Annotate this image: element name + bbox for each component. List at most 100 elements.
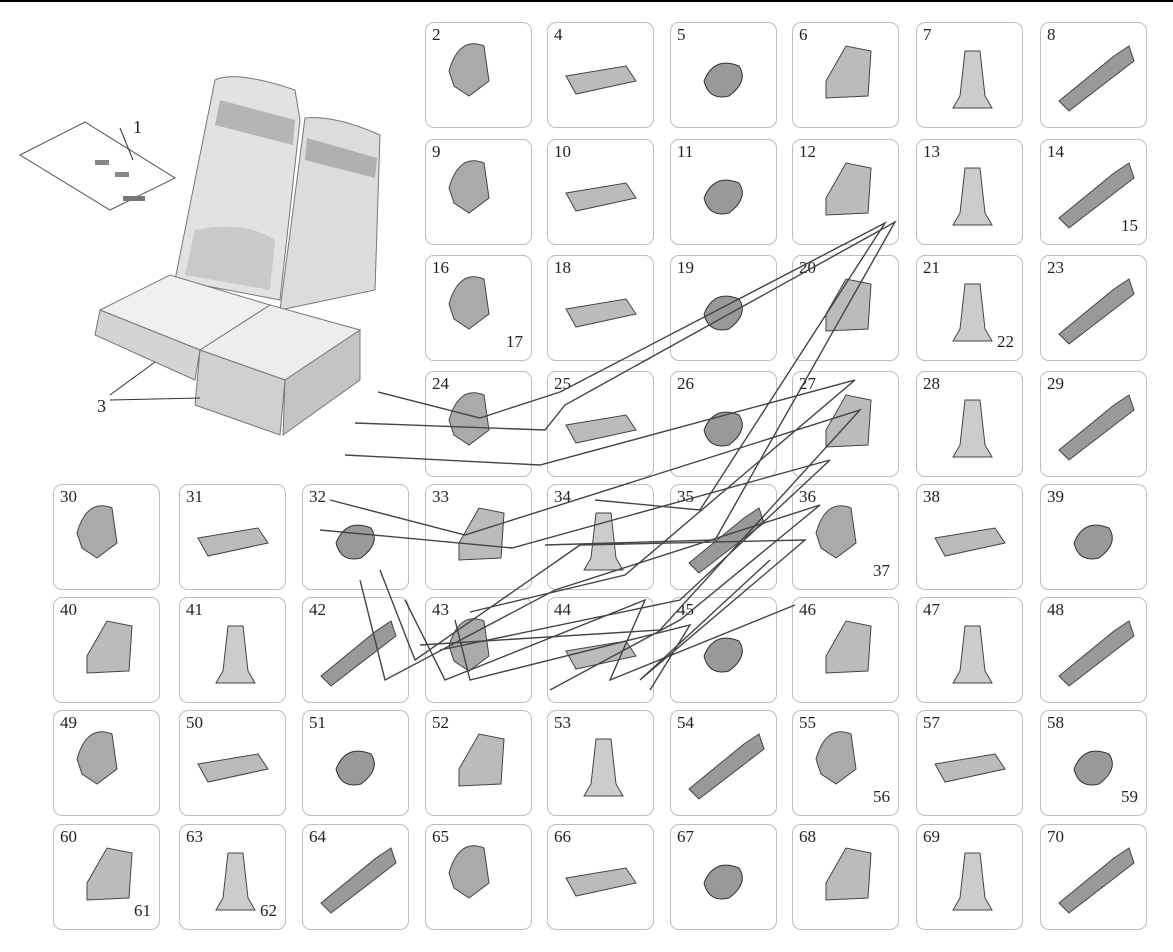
part-pictogram: [448, 392, 490, 446]
part-pictogram: [703, 411, 743, 447]
part-cell: 20: [792, 255, 899, 361]
part-pictogram: [703, 62, 743, 98]
part-cell: 6: [792, 22, 899, 128]
part-number: 67: [677, 827, 694, 846]
part-pictogram: [825, 45, 872, 99]
top-border: [0, 0, 1173, 2]
part-pictogram: [565, 298, 637, 328]
part-pictogram: [565, 182, 637, 212]
part-pictogram: [815, 505, 857, 559]
document-sheet: [18, 121, 177, 211]
part-number: 50: [186, 713, 203, 732]
part-pictogram: [565, 867, 637, 897]
part-pictogram: [76, 505, 118, 559]
part-number: 10: [554, 142, 571, 161]
part-cell: 39: [1040, 484, 1147, 590]
part-pictogram: [458, 507, 505, 561]
part-number: 28: [923, 374, 940, 393]
part-pictogram: [825, 394, 872, 448]
part-number: 23: [1047, 258, 1064, 277]
part-pictogram: [197, 753, 269, 783]
part-number: 4: [554, 25, 563, 44]
part-cell: 67: [670, 824, 777, 930]
part-number: 48: [1047, 600, 1064, 619]
part-pictogram: [825, 162, 872, 216]
part-cell: 47: [916, 597, 1023, 703]
part-number: 54: [677, 713, 694, 732]
part-cell: 42: [302, 597, 409, 703]
part-number-secondary: 61: [134, 901, 151, 920]
part-pictogram: [703, 864, 743, 900]
part-cell: 48: [1040, 597, 1147, 703]
part-number: 55: [799, 713, 816, 732]
part-pictogram: [1058, 45, 1135, 112]
part-pictogram: [1073, 524, 1113, 560]
part-pictogram: [583, 512, 624, 571]
part-pictogram: [215, 625, 256, 684]
part-cell: 7: [916, 22, 1023, 128]
part-pictogram: [1058, 162, 1135, 229]
part-number: 49: [60, 713, 77, 732]
part-number: 30: [60, 487, 77, 506]
part-cell: 34: [547, 484, 654, 590]
part-cell: 65: [425, 824, 532, 930]
part-pictogram: [1058, 278, 1135, 345]
part-pictogram: [565, 640, 637, 670]
part-number: 12: [799, 142, 816, 161]
part-pictogram: [335, 750, 375, 786]
part-cell: 43: [425, 597, 532, 703]
part-pictogram: [448, 276, 490, 330]
part-number: 14: [1047, 142, 1064, 161]
part-pictogram: [688, 733, 765, 800]
part-pictogram: [952, 283, 993, 342]
part-number: 11: [677, 142, 694, 161]
part-pictogram: [215, 852, 256, 911]
part-pictogram: [934, 527, 1006, 557]
part-pictogram: [688, 507, 765, 574]
part-pictogram: [320, 847, 397, 914]
part-number-secondary: 59: [1121, 787, 1138, 806]
part-number-secondary: 37: [873, 561, 890, 580]
part-number: 8: [1047, 25, 1056, 44]
part-pictogram: [86, 620, 133, 674]
part-pictogram: [952, 167, 993, 226]
part-pictogram: [565, 65, 637, 95]
part-cell: 18: [547, 255, 654, 361]
part-number: 31: [186, 487, 203, 506]
part-cell: 70: [1040, 824, 1147, 930]
part-pictogram: [815, 731, 857, 785]
part-cell: 5: [670, 22, 777, 128]
part-number: 52: [432, 713, 449, 732]
part-cell: 38: [916, 484, 1023, 590]
part-cell: 40: [53, 597, 160, 703]
part-pictogram: [825, 278, 872, 332]
part-number-secondary: 62: [260, 901, 277, 920]
part-number: 7: [923, 25, 932, 44]
part-pictogram: [197, 527, 269, 557]
part-cell: 69: [916, 824, 1023, 930]
part-number: 65: [432, 827, 449, 846]
part-pictogram: [1058, 847, 1135, 914]
part-pictogram: [448, 845, 490, 899]
part-cell: 30: [53, 484, 160, 590]
part-pictogram: [458, 733, 505, 787]
part-cell: 41: [179, 597, 286, 703]
part-number: 21: [923, 258, 940, 277]
part-cell: 27: [792, 371, 899, 477]
part-number: 58: [1047, 713, 1064, 732]
part-pictogram: [703, 295, 743, 331]
part-pictogram: [335, 524, 375, 560]
part-number: 13: [923, 142, 940, 161]
part-cell: 8: [1040, 22, 1147, 128]
part-number: 29: [1047, 374, 1064, 393]
part-pictogram: [952, 399, 993, 458]
part-cell: 53: [547, 710, 654, 816]
part-cell: 31: [179, 484, 286, 590]
part-pictogram: [320, 620, 397, 687]
part-pictogram: [1058, 394, 1135, 461]
